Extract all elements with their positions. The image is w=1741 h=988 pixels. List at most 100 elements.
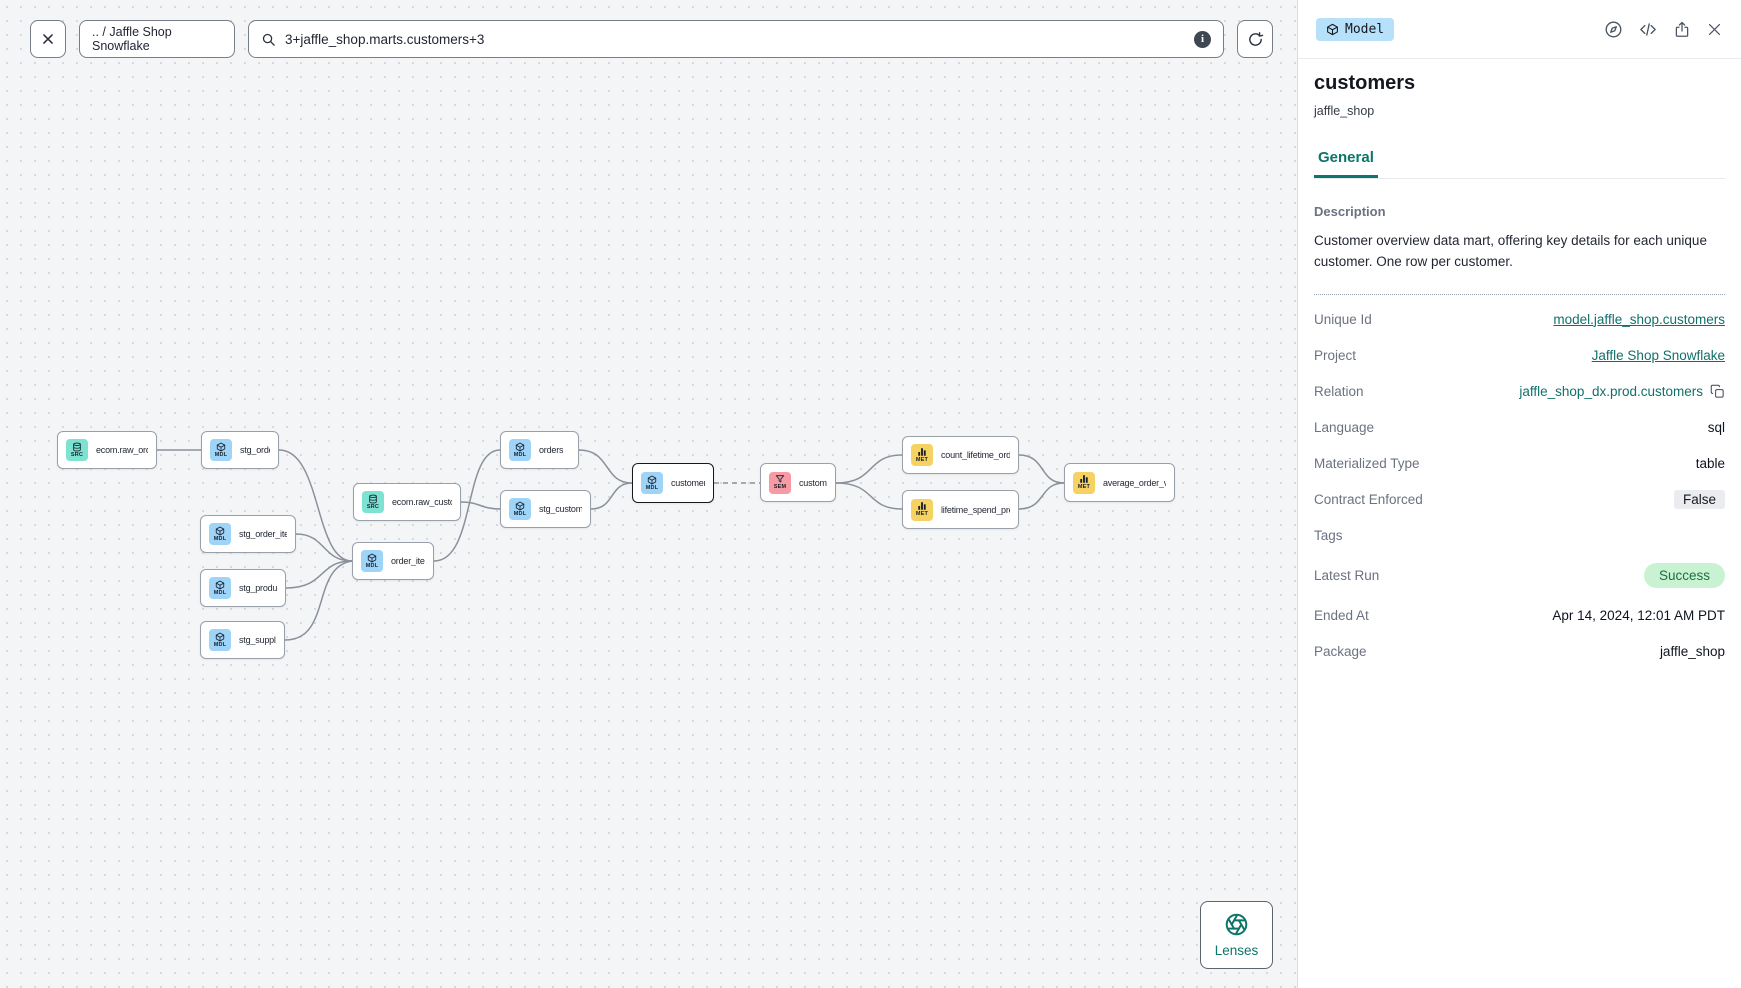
graph-node-customers-sem[interactable]: SEM customers (760, 463, 836, 502)
resource-title: customers (1314, 72, 1416, 94)
description-label: Description (1314, 204, 1386, 219)
field-label-ended-at: Ended At (1314, 607, 1369, 623)
field-label-latest-run: Latest Run (1314, 567, 1380, 583)
model-badge: MDL (209, 577, 231, 599)
graph-node-orders[interactable]: MDL orders (500, 431, 579, 469)
field-value-unique-id: model.jaffle_shop.customers (1553, 312, 1725, 327)
info-icon[interactable]: i (1194, 30, 1211, 48)
kind-code: MDL (214, 451, 228, 458)
kind-code: SRC (70, 451, 84, 458)
metric-badge: MET (911, 498, 933, 521)
model-badge: MDL (641, 472, 663, 494)
search-icon (262, 33, 275, 46)
bar-chart-icon (1080, 475, 1088, 483)
share-icon (1675, 21, 1689, 37)
field-link-project[interactable]: Jaffle Shop Snowflake (1591, 347, 1725, 363)
refresh-button[interactable] (1237, 20, 1273, 58)
lenses-button[interactable]: Lenses (1200, 901, 1273, 969)
code-icon (1640, 22, 1656, 36)
source-badge: SRC (362, 491, 384, 513)
node-label: orders (539, 445, 564, 455)
explore-button[interactable] (1604, 20, 1623, 39)
tab-general[interactable]: General (1314, 149, 1378, 178)
kind-code: SEM (773, 484, 787, 491)
close-icon (1708, 23, 1721, 35)
lenses-label: Lenses (1214, 943, 1259, 958)
field-row-relation: Relation jaffle_shop_dx.prod.customers (1314, 373, 1725, 409)
cube-icon (647, 475, 657, 485)
field-row-language: Language sql (1314, 409, 1725, 445)
close-panel-button[interactable] (1706, 21, 1723, 38)
field-value-contract-enforced: False (1673, 489, 1725, 509)
field-link-unique-id[interactable]: model.jaffle_shop.customers (1553, 311, 1725, 327)
kind-code: MET (1077, 484, 1091, 491)
database-icon (369, 494, 377, 504)
field-value-language: sql (1707, 419, 1725, 435)
kind-code: MDL (213, 641, 227, 648)
field-label-project: Project (1314, 347, 1357, 363)
field-row-ended-at: Ended At Apr 14, 2024, 12:01 AM PDT (1314, 597, 1725, 633)
node-label: customers (799, 477, 827, 488)
kind-code: MDL (365, 562, 379, 569)
dotted-divider (1314, 294, 1725, 295)
model-badge: MDL (509, 439, 531, 461)
graph-node-customers[interactable]: MDLcustomers (632, 463, 714, 503)
close-lineage-button[interactable] (30, 20, 66, 58)
model-badge: MDL (209, 629, 231, 651)
close-icon (43, 34, 53, 44)
edge-ecom-raw_customers--stg_customers (460, 501, 501, 510)
database-icon (73, 442, 81, 452)
kind-code: MDL (213, 589, 227, 596)
refresh-icon (1248, 31, 1263, 46)
node-label: lifetime_spend_pretax (941, 504, 1010, 515)
search-input[interactable] (285, 31, 1185, 47)
edge-lifetime_spend_pretax--average_order_value (1018, 482, 1065, 510)
graph-node-ecom-raw_customers[interactable]: SRC ecom.raw_customers (353, 483, 461, 521)
graph-node-lifetime_spend_pretax[interactable]: MET lifetime_spend_pretax (902, 490, 1019, 529)
kind-code: MDL (645, 484, 659, 491)
share-button[interactable] (1673, 20, 1691, 39)
edge-order_items--orders (433, 449, 501, 562)
cube-icon (367, 553, 377, 563)
field-value-ended-at: Apr 14, 2024, 12:01 AM PDT (1552, 607, 1725, 623)
breadcrumb[interactable]: .. / Jaffle Shop Snowflake (79, 20, 235, 58)
relation-value: jaffle_shop_dx.prod.customers (1519, 383, 1703, 399)
graph-node-average_order_value[interactable]: MET average_order_value (1064, 463, 1175, 502)
view-code-button[interactable] (1638, 20, 1658, 39)
semantic-funnel-icon (775, 475, 785, 483)
metric-badge: MET (1073, 471, 1095, 494)
aperture-icon (1225, 913, 1248, 936)
cube-icon (515, 501, 525, 511)
cube-icon (215, 632, 225, 642)
lineage-edges (157, 449, 1065, 641)
edge-stg_supplies--order_items (284, 560, 353, 641)
edge-customers-sem--count_lifetime_orders (835, 454, 903, 484)
node-label: ecom.raw_customers (392, 497, 452, 507)
field-value-relation: jaffle_shop_dx.prod.customers (1519, 384, 1725, 399)
field-row-project: Project Jaffle Shop Snowflake (1314, 337, 1725, 373)
status-badge: Success (1643, 562, 1725, 588)
resource-package: jaffle_shop (1314, 104, 1375, 118)
field-value-project: Jaffle Shop Snowflake (1592, 348, 1725, 363)
field-label-relation: Relation (1314, 383, 1364, 399)
bar-chart-icon (918, 448, 926, 456)
kind-code: SRC (366, 503, 380, 510)
panel-tabs: General (1314, 149, 1725, 179)
copy-icon[interactable] (1710, 384, 1725, 399)
bar-chart-icon (918, 502, 926, 510)
panel-body: Description Customer overview data mart,… (1298, 204, 1741, 669)
edge-orders--customers (578, 449, 633, 484)
node-label: average_order_value (1103, 477, 1166, 488)
edge-stg_order_items--order_items (295, 533, 353, 562)
field-label-language: Language (1314, 419, 1375, 435)
